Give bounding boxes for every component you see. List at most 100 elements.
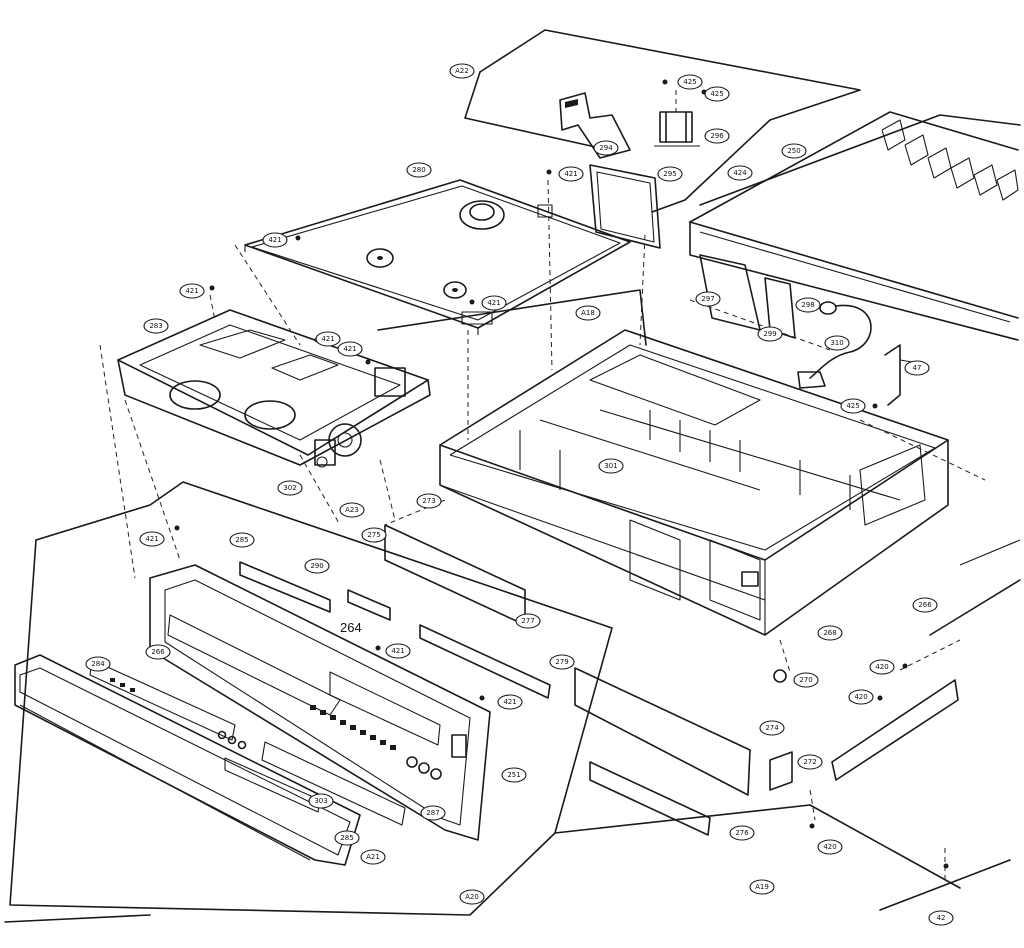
callout-bubble bbox=[385, 643, 411, 659]
callout-bubble bbox=[795, 297, 821, 313]
callout-bubble bbox=[749, 879, 775, 895]
callout-label: 284 bbox=[91, 660, 105, 668]
callout-bubble bbox=[593, 140, 619, 156]
callout-284: 284 bbox=[85, 656, 111, 672]
callout-label: 297 bbox=[701, 295, 714, 303]
callout-425: 425 bbox=[677, 74, 703, 90]
callout-bubble bbox=[695, 291, 721, 307]
callout-421: 421 bbox=[481, 295, 507, 311]
callout-421: 421 bbox=[139, 531, 165, 547]
callout-bubble bbox=[549, 654, 575, 670]
callout-bubble bbox=[277, 480, 303, 496]
callout-47: 47 bbox=[904, 360, 930, 376]
chassis-ribs bbox=[519, 410, 851, 510]
callout-272: 272 bbox=[797, 754, 823, 770]
callout-label: 421 bbox=[564, 170, 577, 178]
callout-bubble bbox=[817, 839, 843, 855]
callout-label: 421 bbox=[343, 345, 356, 353]
callout-bubble bbox=[515, 613, 541, 629]
callout-299: 299 bbox=[757, 326, 783, 342]
callout-bubble bbox=[416, 493, 442, 509]
callout-a22: A22 bbox=[449, 63, 475, 79]
bezel-buttons bbox=[310, 705, 442, 780]
callout-bubble bbox=[501, 767, 527, 783]
callout-label: 421 bbox=[391, 647, 404, 655]
callout-label: 421 bbox=[145, 535, 158, 543]
callout-label: 273 bbox=[422, 497, 435, 505]
callout-label: 310 bbox=[830, 339, 843, 347]
callout-label: A18 bbox=[581, 309, 595, 317]
callout-label: 421 bbox=[268, 236, 281, 244]
callout-310: 310 bbox=[824, 335, 850, 351]
callout-bubble bbox=[339, 502, 365, 518]
callout-279: 279 bbox=[549, 654, 575, 670]
mechanism-plate-280 bbox=[244, 179, 631, 335]
callout-label: 421 bbox=[487, 299, 500, 307]
callout-label: A19 bbox=[755, 883, 769, 891]
callout-270: 270 bbox=[793, 672, 819, 688]
callout-bubble bbox=[179, 283, 205, 299]
callout-bubble bbox=[449, 63, 475, 79]
board-295 bbox=[589, 164, 661, 249]
small-bracket-294 bbox=[559, 92, 631, 159]
callout-420: 420 bbox=[869, 659, 895, 675]
callout-bubble bbox=[848, 689, 874, 705]
callout-label: 420 bbox=[875, 663, 888, 671]
callout-275: 275 bbox=[361, 527, 387, 543]
callout-label: 294 bbox=[599, 144, 613, 152]
callout-421: 421 bbox=[558, 166, 584, 182]
power-cable-310 bbox=[797, 301, 872, 389]
callout-298: 298 bbox=[795, 297, 821, 313]
callout-bubble bbox=[704, 86, 730, 102]
callout-label: 424 bbox=[733, 169, 747, 177]
callout-label: 47 bbox=[913, 364, 922, 372]
callout-label: 250 bbox=[787, 147, 800, 155]
callout-266: 266 bbox=[912, 597, 938, 613]
callout-bubble bbox=[657, 166, 683, 182]
callout-425: 425 bbox=[840, 398, 866, 414]
callout-bubble bbox=[497, 694, 523, 710]
callout-425: 425 bbox=[704, 86, 730, 102]
callout-283: 283 bbox=[143, 318, 169, 334]
callout-420: 420 bbox=[848, 689, 874, 705]
callout-296: 296 bbox=[704, 128, 730, 144]
callout-label: 277 bbox=[521, 617, 534, 625]
callout-a21: A21 bbox=[360, 849, 386, 865]
callout-a23: A23 bbox=[339, 502, 365, 518]
callout-421: 421 bbox=[497, 694, 523, 710]
leader-lines bbox=[99, 179, 986, 880]
callout-label: 274 bbox=[765, 724, 779, 732]
callout-bubble bbox=[824, 335, 850, 351]
callout-label: 421 bbox=[503, 698, 516, 706]
callout-273: 273 bbox=[416, 493, 442, 509]
callout-bubble bbox=[308, 793, 334, 809]
callout-277: 277 bbox=[515, 613, 541, 629]
callout-287: 287 bbox=[420, 805, 446, 821]
callout-label: 275 bbox=[367, 531, 380, 539]
callout-294: 294 bbox=[593, 140, 619, 156]
callout-bubble bbox=[677, 74, 703, 90]
callout-bubble bbox=[85, 656, 111, 672]
callout-bubble bbox=[315, 331, 341, 347]
callout-label: 301 bbox=[604, 462, 617, 470]
callout-label: 272 bbox=[803, 758, 816, 766]
callout-bubble bbox=[145, 644, 171, 660]
callout-label: 302 bbox=[283, 484, 296, 492]
callout-bubble bbox=[757, 326, 783, 342]
callout-label: 268 bbox=[823, 629, 836, 637]
callout-bubble bbox=[575, 305, 601, 321]
callout-421: 421 bbox=[179, 283, 205, 299]
callout-bubble bbox=[481, 295, 507, 311]
callout-bubble bbox=[781, 143, 807, 159]
main-chassis-frame bbox=[439, 254, 949, 683]
callout-250: 250 bbox=[781, 143, 807, 159]
callout-label: A22 bbox=[455, 67, 469, 75]
callout-bubble bbox=[912, 597, 938, 613]
callout-label: 425 bbox=[710, 90, 723, 98]
callout-bubble bbox=[262, 232, 288, 248]
callout-label: 296 bbox=[710, 132, 724, 140]
callout-bubble bbox=[928, 910, 954, 926]
callout-label: 266 bbox=[151, 648, 165, 656]
callout-295: 295 bbox=[657, 166, 683, 182]
cassette-housing-283 bbox=[117, 309, 431, 468]
